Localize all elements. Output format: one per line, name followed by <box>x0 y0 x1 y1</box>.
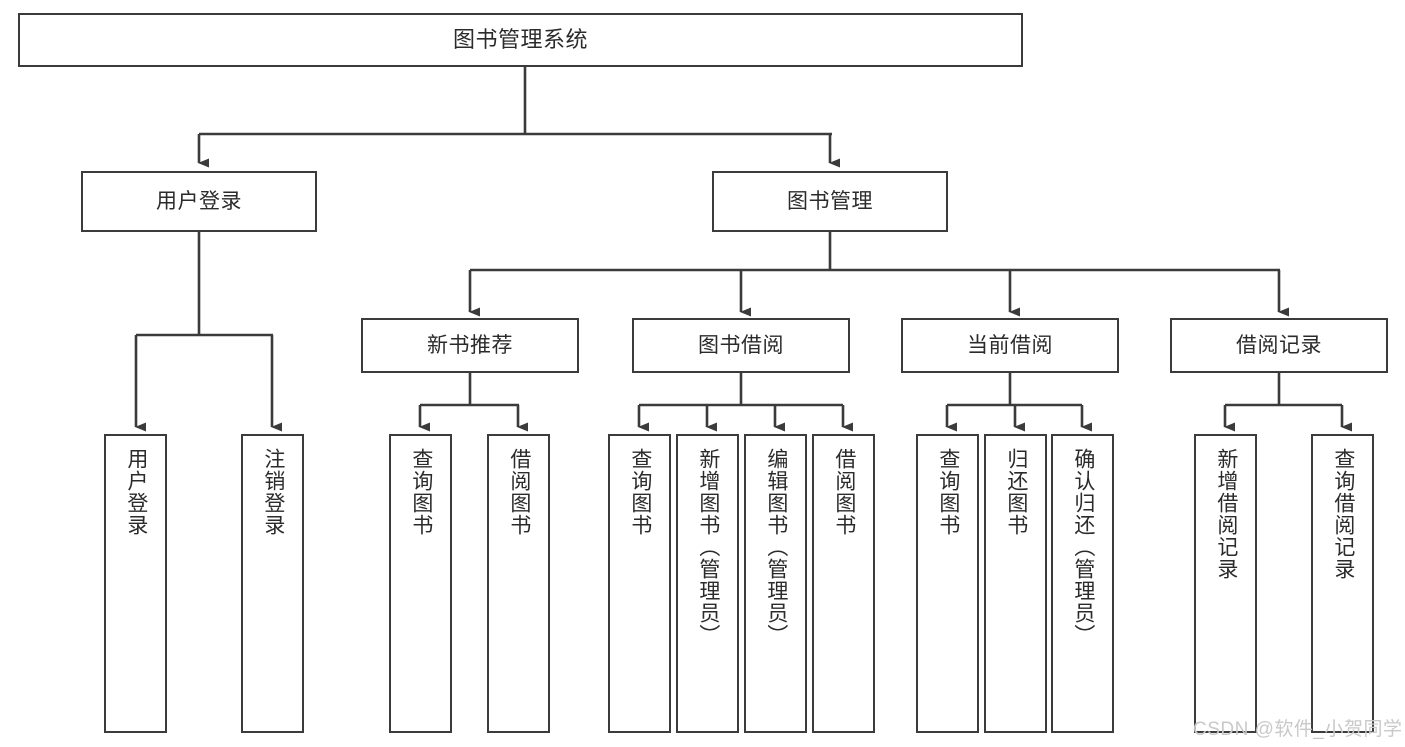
node-book-manage-label: 图书管理 <box>787 189 873 213</box>
node-leaf-logout[interactable]: 注销登录 <box>241 434 304 733</box>
node-leaf-logout-label: 注销登录 <box>261 448 285 536</box>
node-leaf-borrow-add-book[interactable]: 新增图书（管理员） <box>676 434 739 733</box>
node-book-borrow[interactable]: 图书借阅 <box>632 318 850 373</box>
node-user-login[interactable]: 用户登录 <box>81 171 317 232</box>
node-leaf-newbook-borrow-book[interactable]: 借阅图书 <box>487 434 550 733</box>
node-current-borrow-label: 当前借阅 <box>967 333 1053 357</box>
node-leaf-borrow-borrow-book[interactable]: 借阅图书 <box>812 434 875 733</box>
node-new-book-recommend[interactable]: 新书推荐 <box>361 318 579 373</box>
node-leaf-borrow-query-book[interactable]: 查询图书 <box>608 434 671 733</box>
node-leaf-record-query[interactable]: 查询借阅记录 <box>1311 434 1374 733</box>
node-leaf-borrow-query-book-label: 查询图书 <box>628 448 652 536</box>
node-leaf-current-query-book[interactable]: 查询图书 <box>916 434 979 733</box>
node-current-borrow[interactable]: 当前借阅 <box>901 318 1119 373</box>
node-leaf-record-add-label: 新增借阅记录 <box>1214 448 1238 580</box>
node-book-borrow-label: 图书借阅 <box>698 333 784 357</box>
node-leaf-newbook-query-book[interactable]: 查询图书 <box>389 434 452 733</box>
node-leaf-borrow-borrow-book-label: 借阅图书 <box>832 448 856 536</box>
node-leaf-current-return-book[interactable]: 归还图书 <box>984 434 1047 733</box>
node-leaf-user-login[interactable]: 用户登录 <box>104 434 167 733</box>
node-root-system-label: 图书管理系统 <box>452 26 588 52</box>
watermark: CSDN @软件_小贺同学 <box>1193 719 1403 740</box>
node-leaf-current-return-book-label: 归还图书 <box>1004 448 1028 536</box>
node-borrow-record-label: 借阅记录 <box>1236 333 1322 357</box>
node-leaf-newbook-query-book-label: 查询图书 <box>409 448 433 536</box>
node-root-system[interactable]: 图书管理系统 <box>18 13 1023 67</box>
node-borrow-record[interactable]: 借阅记录 <box>1170 318 1388 373</box>
node-leaf-current-confirm-return-label: 确认归还（管理员） <box>1071 448 1095 646</box>
node-leaf-borrow-edit-book-label: 编辑图书（管理员） <box>764 448 788 646</box>
node-leaf-current-confirm-return[interactable]: 确认归还（管理员） <box>1051 434 1114 733</box>
node-leaf-record-query-label: 查询借阅记录 <box>1331 448 1355 580</box>
node-user-login-label: 用户登录 <box>156 189 242 213</box>
node-leaf-borrow-add-book-label: 新增图书（管理员） <box>696 448 720 646</box>
node-book-manage[interactable]: 图书管理 <box>712 171 948 232</box>
node-leaf-user-login-label: 用户登录 <box>124 448 148 536</box>
node-leaf-current-query-book-label: 查询图书 <box>936 448 960 536</box>
node-leaf-newbook-borrow-book-label: 借阅图书 <box>507 448 531 536</box>
node-leaf-record-add[interactable]: 新增借阅记录 <box>1194 434 1257 733</box>
node-new-book-recommend-label: 新书推荐 <box>427 333 513 357</box>
node-leaf-borrow-edit-book[interactable]: 编辑图书（管理员） <box>744 434 807 733</box>
